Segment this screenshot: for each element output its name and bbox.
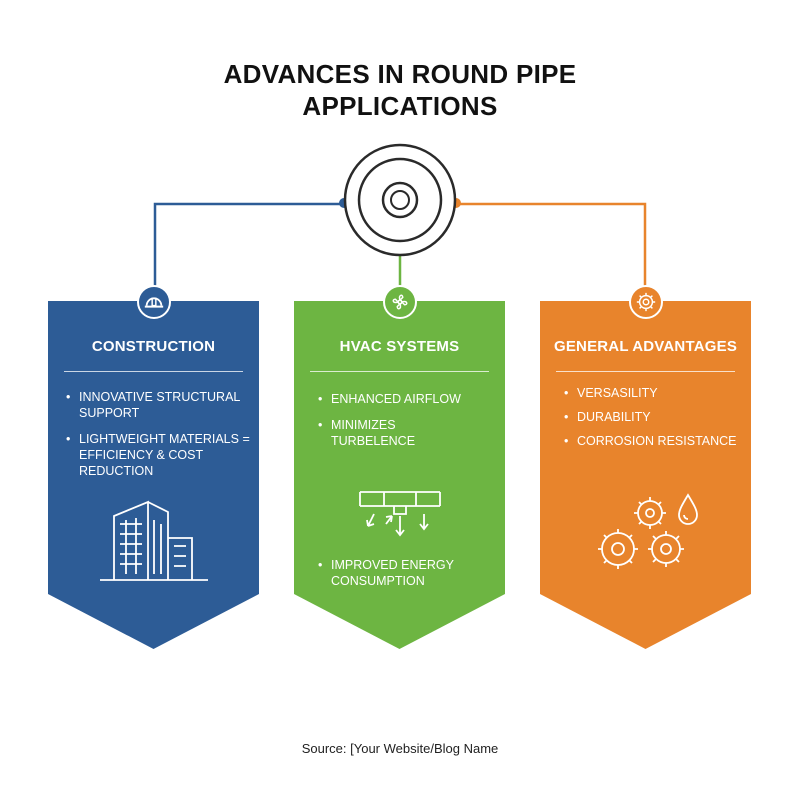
- bullet-item: MINIMIZES TURBELENCE: [316, 417, 441, 449]
- panel-hvac: HVAC SYSTEMS ENHANCED AIRFLOW MINIMIZES …: [294, 285, 505, 649]
- bullet-item: LIGHTWEIGHT MATERIALS = EFFICIENCY & COS…: [64, 431, 259, 479]
- panel-construction: CONSTRUCTION INNOVATIVE STRUCTURAL SUPPO…: [48, 285, 259, 649]
- building-icon: [100, 500, 208, 581]
- bullet-item: VERSASILITY: [562, 385, 742, 401]
- panel-hvac-bottom-bullets: IMPROVED ENERGY CONSUMPTION: [316, 557, 496, 599]
- panel-general: GENERAL ADVANTAGES VERSASILITY DURABILIT…: [540, 285, 751, 649]
- bullet-item: ENHANCED AIRFLOW: [316, 391, 496, 407]
- pipe-cross-section-icon: [343, 143, 457, 257]
- connector-line-general: [456, 202, 647, 287]
- bullet-item: INNOVATIVE STRUCTURAL SUPPORT: [64, 389, 259, 421]
- bullet-text: IMPROVED ENERGY CONSUMPTION: [331, 558, 454, 588]
- panel-hvac-divider: [310, 371, 489, 372]
- title-line-1: ADVANCES IN ROUND PIPE: [223, 59, 577, 89]
- bullet-item: CORROSION RESISTANCE: [562, 433, 742, 449]
- page-title: ADVANCES IN ROUND PIPE APPLICATIONS: [0, 58, 800, 122]
- panel-construction-heading: CONSTRUCTION: [91, 338, 216, 355]
- source-caption: Source: [Your Website/Blog Name: [301, 741, 499, 756]
- panel-hvac-bullets: ENHANCED AIRFLOW MINIMIZES TURBELENCE: [316, 391, 496, 459]
- panel-construction-bullets: INNOVATIVE STRUCTURAL SUPPORT LIGHTWEIGH…: [64, 389, 259, 489]
- bullet-item: IMPROVED ENERGY CONSUMPTION: [316, 557, 496, 589]
- panel-general-divider: [556, 371, 735, 372]
- connector-line-construction: [153, 202, 344, 287]
- gears-droplet-icon: [598, 493, 698, 569]
- hard-hat-icon: [136, 285, 171, 319]
- title-line-2: APPLICATIONS: [302, 91, 498, 121]
- panel-construction-divider: [64, 371, 243, 372]
- panel-general-heading: GENERAL ADVANTAGES: [553, 338, 738, 355]
- panel-general-bullets: VERSASILITY DURABILITY CORROSION RESISTA…: [562, 385, 742, 459]
- duct-airflow-icon: [359, 491, 441, 537]
- fan-icon: [382, 285, 417, 319]
- panel-hvac-heading: HVAC SYSTEMS: [339, 338, 460, 355]
- bullet-item: DURABILITY: [562, 409, 742, 425]
- gear-icon: [628, 285, 663, 319]
